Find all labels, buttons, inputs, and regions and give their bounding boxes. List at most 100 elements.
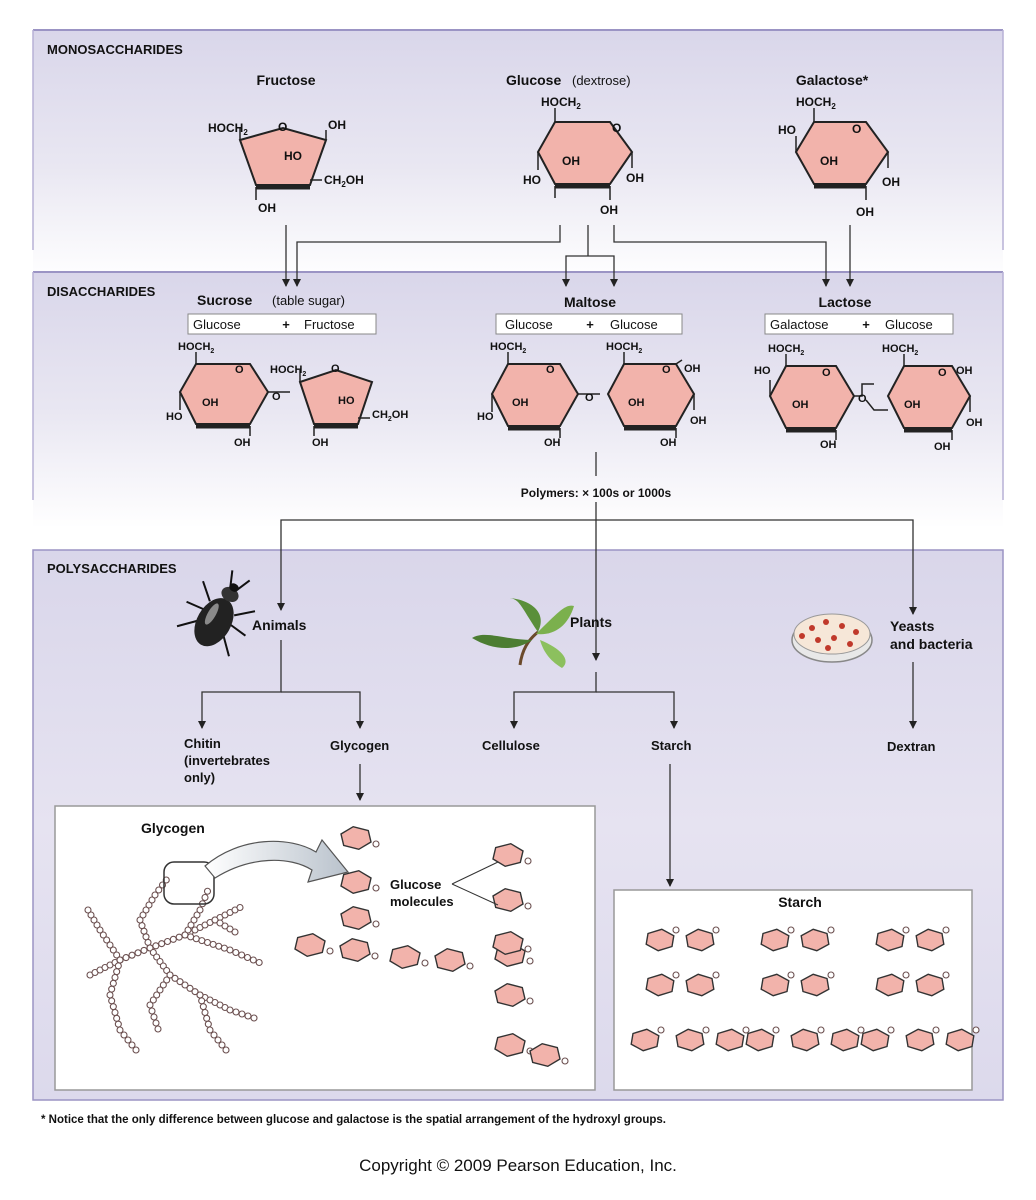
cellulose-label: Cellulose xyxy=(482,738,540,753)
glucose-bead xyxy=(134,949,142,957)
maltose-molecule: HOCH2 O OH HO OH O HOCH2 O OH OH OH OH xyxy=(477,341,707,449)
glucose-bead xyxy=(148,1007,156,1015)
glucose-bead xyxy=(166,971,174,979)
glucose-bead xyxy=(158,940,166,948)
fructose-molecule: HOCH2 O OH HO CH2OH OH xyxy=(208,118,364,215)
svg-text:HOCH2: HOCH2 xyxy=(796,95,836,111)
glucose-bead xyxy=(232,948,240,957)
svg-text:O: O xyxy=(278,120,287,134)
maltose-label: Maltose xyxy=(564,294,616,310)
plants-label: Plants xyxy=(570,614,612,630)
glucose-bead xyxy=(206,1026,214,1034)
glucose-bead xyxy=(657,1026,665,1034)
svg-text:HO: HO xyxy=(477,411,494,423)
sucrose-label: Sucrose xyxy=(197,292,252,308)
starch-box-title: Starch xyxy=(778,894,822,910)
glucose-bead xyxy=(151,891,159,899)
glucose-bead xyxy=(942,971,950,979)
svg-text:OH: OH xyxy=(312,437,329,449)
svg-text:OH: OH xyxy=(258,201,276,215)
glycogen-chain xyxy=(294,825,569,1068)
glucose-bead xyxy=(106,991,114,999)
glucose-bead xyxy=(120,1031,128,1039)
glucose-bead xyxy=(211,916,219,924)
glucose-bead xyxy=(108,997,116,1005)
glycogen-box-title: Glycogen xyxy=(141,820,205,836)
glucose-bead xyxy=(887,1026,895,1034)
glucose-unit xyxy=(294,932,326,958)
svg-text:HOCH2: HOCH2 xyxy=(208,121,248,137)
svg-text:CH2OH: CH2OH xyxy=(324,173,364,189)
glucose-bead xyxy=(145,901,153,909)
glucose-bead xyxy=(122,954,130,962)
glucose-bead xyxy=(154,1025,162,1033)
svg-text:OH: OH xyxy=(328,118,346,132)
svg-text:CH2OH: CH2OH xyxy=(372,409,408,423)
glucose-bead xyxy=(171,974,179,982)
svg-text:+: + xyxy=(586,317,594,332)
glucose-unit xyxy=(630,1028,660,1052)
yeasts-label-1: Yeasts xyxy=(890,618,935,634)
glucose-bead xyxy=(214,1036,222,1044)
glucose-bead xyxy=(184,926,192,934)
glucose-unit xyxy=(860,1028,890,1052)
glucose-unit xyxy=(915,928,945,952)
copyright: Copyright © 2009 Pearson Education, Inc. xyxy=(359,1156,677,1175)
svg-text:HOCH2: HOCH2 xyxy=(606,341,642,355)
glucose-unit xyxy=(339,937,371,963)
glucose-bead xyxy=(210,1031,218,1039)
svg-text:OH: OH xyxy=(956,365,973,377)
glucose-unit xyxy=(830,1028,860,1052)
glucose-bead xyxy=(232,1008,240,1016)
svg-text:O: O xyxy=(612,121,621,135)
glucose-bead xyxy=(243,953,252,962)
glucose-unit xyxy=(685,973,715,997)
glucose-unit xyxy=(494,982,526,1008)
glucose-bead xyxy=(196,906,204,914)
svg-text:OH: OH xyxy=(544,437,561,449)
svg-text:OH: OH xyxy=(684,363,701,375)
glucose-bead xyxy=(103,936,111,944)
maltose-parts-box: Glucose + Glucose xyxy=(495,313,683,335)
section-title-di: DISACCHARIDES xyxy=(47,284,156,299)
glucose-bead xyxy=(902,971,910,979)
glucose-bead xyxy=(113,951,121,959)
svg-text:OH: OH xyxy=(660,437,677,449)
dextran-label: Dextran xyxy=(887,739,935,754)
glucose-unit xyxy=(340,905,372,931)
svg-text:O: O xyxy=(858,393,867,405)
glucose-bead xyxy=(149,996,157,1004)
svg-text:HO: HO xyxy=(754,365,771,377)
glucose-bead xyxy=(526,957,534,965)
glucose-unit xyxy=(875,928,905,952)
glucose-bead xyxy=(932,1026,940,1034)
glucose-unit xyxy=(340,825,372,851)
glucose-bead xyxy=(196,991,204,999)
fructose-label: Fructose xyxy=(256,72,315,88)
glucose-unit xyxy=(745,1028,775,1052)
sucrose-molecule: HOCH2 O OH HO OH O HOCH2 O HO CH2OH OH xyxy=(166,341,408,449)
glucose-bead xyxy=(159,981,167,989)
glucose-bead xyxy=(132,1046,140,1054)
starch-chains xyxy=(630,926,980,1052)
svg-text:+: + xyxy=(862,317,870,332)
plant-icon xyxy=(472,598,574,668)
glucose-bead xyxy=(942,926,950,934)
glucose-unit xyxy=(529,1042,561,1068)
glucose-bead xyxy=(526,997,534,1005)
glucose-bead xyxy=(169,935,177,943)
glucose-bead xyxy=(524,902,532,910)
glucose-bead xyxy=(249,956,257,964)
glucose-unit xyxy=(389,944,421,970)
svg-text:OH: OH xyxy=(856,205,874,219)
petri-dish-icon xyxy=(791,613,873,663)
glucose-bead xyxy=(153,991,161,999)
glucose-bead xyxy=(163,937,172,946)
glucose-bead xyxy=(142,906,150,914)
svg-text:Galactose: Galactose xyxy=(770,317,829,332)
glucose-bead xyxy=(114,1020,122,1028)
svg-text:Fructose: Fructose xyxy=(304,317,355,332)
glucose-bead xyxy=(226,1006,234,1014)
svg-text:OH: OH xyxy=(882,175,900,189)
zoom-arrow xyxy=(204,838,350,883)
